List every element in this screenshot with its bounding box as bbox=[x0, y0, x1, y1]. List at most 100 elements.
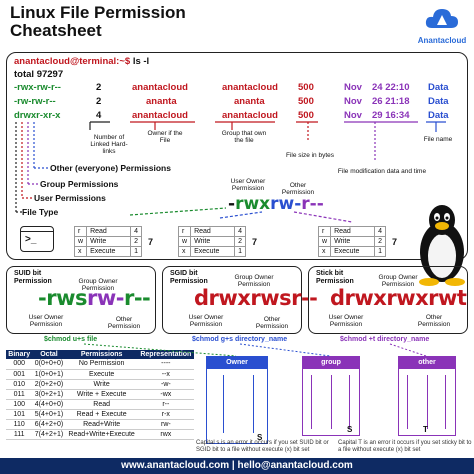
row1-date: 24 22:10 bbox=[372, 82, 410, 93]
table-cell: Read+Write bbox=[65, 419, 138, 430]
row3-owner: anantacloud bbox=[132, 110, 188, 121]
bit-connectors bbox=[83, 343, 427, 357]
label-group: Group Permissions bbox=[40, 179, 119, 189]
footer: www.anantacloud.com | hello@anantacloud.… bbox=[0, 458, 474, 474]
sticky-user-owner: User Owner Permission bbox=[328, 314, 364, 328]
table-cell: 001 bbox=[6, 369, 33, 380]
note-group: Group that own the file bbox=[221, 130, 267, 144]
group-column: group S bbox=[302, 356, 360, 436]
terminal-icon: >_ bbox=[20, 226, 54, 252]
table-cell: 4(4+0+0) bbox=[32, 399, 66, 410]
label-other: Other (everyone) Permissions bbox=[50, 163, 171, 173]
table-cell: r-- bbox=[137, 399, 194, 410]
table-cell: 101 bbox=[6, 409, 33, 420]
table-cell: ---- bbox=[137, 359, 194, 370]
title-line2: Cheatsheet bbox=[10, 21, 102, 40]
row1-name: Data bbox=[428, 82, 449, 93]
row2-month: Nov bbox=[344, 96, 362, 107]
perm-total-user: 7 bbox=[148, 237, 154, 247]
sgid-other: Other Permission bbox=[255, 316, 289, 330]
group-column-header: group bbox=[303, 357, 359, 369]
row1-links: 2 bbox=[96, 82, 102, 93]
terminal-panel bbox=[6, 52, 468, 260]
table-cell: --x bbox=[137, 369, 194, 380]
page-title: Linux File Permission Cheatsheet bbox=[10, 4, 186, 40]
note-size: File size in bytes bbox=[285, 152, 335, 159]
suid-group-owner: Group Owner Permission bbox=[78, 278, 118, 292]
listing-connectors bbox=[15, 121, 446, 223]
suid-user-owner: User Owner Permission bbox=[28, 314, 64, 328]
note-fname: File name bbox=[423, 136, 453, 143]
note-links: Number of Linked Hard-links bbox=[90, 134, 128, 155]
other-t: T bbox=[423, 425, 428, 434]
row3-date: 29 16:34 bbox=[372, 110, 410, 121]
table-cell: 111 bbox=[6, 429, 33, 440]
label-type: File Type bbox=[22, 207, 59, 217]
suid-perm: -rwsrw-r-- bbox=[38, 286, 151, 310]
table-cell: 5(4+0+1) bbox=[32, 409, 66, 420]
tux-penguin-icon bbox=[419, 205, 465, 286]
owner-column-header: Owner bbox=[207, 357, 267, 369]
table-cell: Read+Write+Execute bbox=[65, 429, 138, 440]
sticky-title: Stick bit Permission bbox=[316, 270, 354, 285]
caption-t: Capital T is an error it occurs if you s… bbox=[338, 440, 472, 453]
table-cell: 6(4+2+0) bbox=[32, 419, 66, 430]
table-cell: No Permission bbox=[65, 359, 138, 370]
sticky-perm: drwxrwxrwt bbox=[330, 286, 467, 310]
row3-group: anantacloud bbox=[222, 110, 278, 121]
logo-text: Anantacloud bbox=[417, 36, 467, 45]
table-cell: Read bbox=[65, 399, 138, 410]
label-user: User Permissions bbox=[34, 193, 106, 203]
table-cell: 000 bbox=[6, 359, 33, 370]
perm-total-group: 7 bbox=[252, 237, 258, 247]
table-cell: rw- bbox=[137, 419, 194, 430]
row3-month: Nov bbox=[344, 110, 362, 121]
perm-header-user: User Owner Permission bbox=[230, 178, 266, 192]
row3-size: 500 bbox=[298, 110, 314, 121]
note-owner: Owner if the File bbox=[147, 130, 183, 144]
table-cell: 0(0+0+0) bbox=[32, 359, 66, 370]
perm-header-other: Other Permission bbox=[281, 182, 315, 196]
sticky-cmd: $chmod +t directory_name bbox=[340, 336, 430, 343]
row2-perm: -rw-rw-r-- bbox=[14, 96, 56, 107]
owner-column: Owner S bbox=[206, 356, 268, 444]
sgid-title: SGID bit Permission bbox=[170, 270, 208, 285]
table-cell: Write bbox=[65, 379, 138, 390]
table-cell: 110 bbox=[6, 419, 33, 430]
row2-owner: ananta bbox=[146, 96, 177, 107]
row2-name: Data bbox=[428, 96, 449, 107]
group-s: S bbox=[347, 425, 353, 434]
sticky-other: Other Permission bbox=[417, 314, 451, 328]
rwx-display: -rwxrw-r-- bbox=[228, 194, 324, 214]
table-cell: 2(0+2+0) bbox=[32, 379, 66, 390]
suid-cmd: $chmod u+s file bbox=[44, 336, 98, 343]
row1-group: anantacloud bbox=[222, 82, 278, 93]
row2-date: 26 21:18 bbox=[372, 96, 410, 107]
sgid-panel bbox=[162, 266, 302, 334]
table-cell: 010 bbox=[6, 379, 33, 390]
cloud-icon bbox=[425, 9, 458, 28]
row1-size: 500 bbox=[298, 82, 314, 93]
caption-s: Capital s is an error it occurs if you s… bbox=[196, 440, 329, 453]
prompt-line: anantacloud@terminal:~$ ls -l bbox=[14, 56, 149, 67]
row1-month: Nov bbox=[344, 82, 362, 93]
total-line: total 97297 bbox=[14, 69, 64, 80]
sgid-cmd: $chmod g+s directory_name bbox=[192, 336, 288, 343]
perm-total-other: 7 bbox=[392, 237, 398, 247]
table-cell: rwx bbox=[137, 429, 194, 440]
command: ls -l bbox=[132, 56, 150, 67]
sgid-group-owner: Group Owner Permission bbox=[234, 274, 274, 288]
other-column-header: other bbox=[399, 357, 455, 369]
row2-size: 500 bbox=[298, 96, 314, 107]
table-cell: 011 bbox=[6, 389, 33, 400]
